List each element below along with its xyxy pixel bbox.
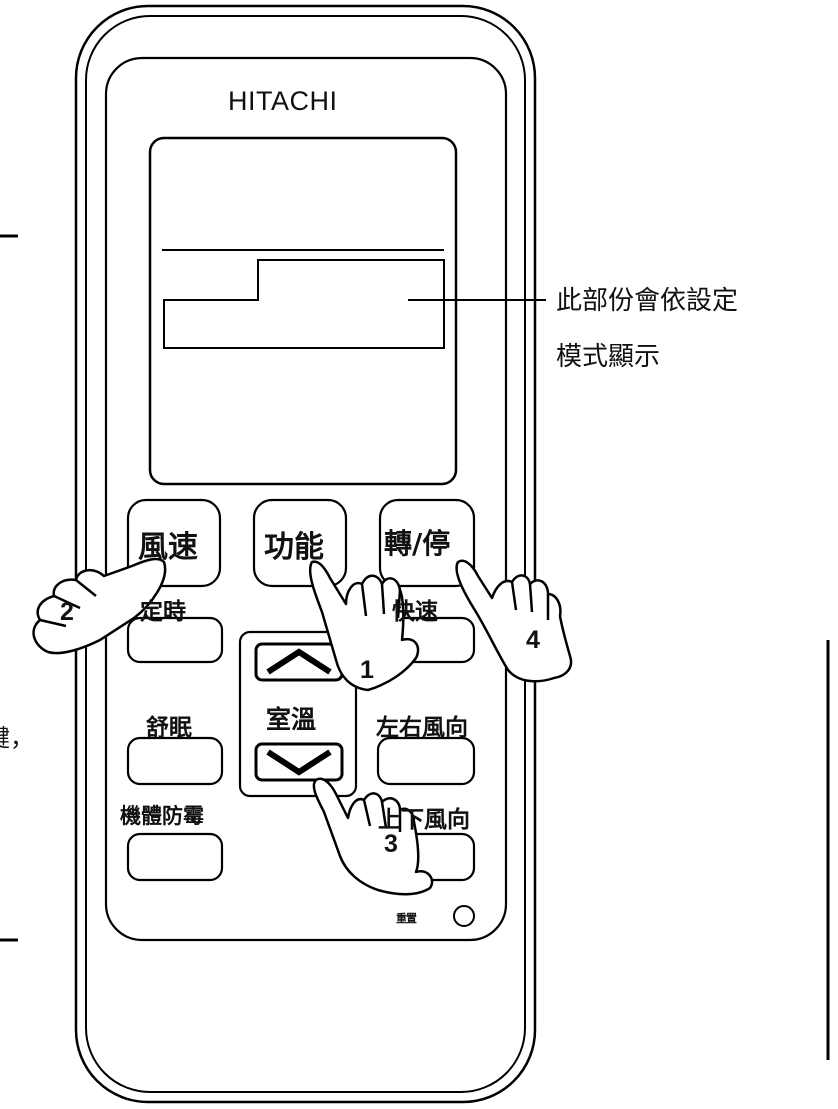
chevron-down-icon [266,749,332,776]
hand-pointer-icon-2 [32,557,167,655]
timer-label: 定時 [140,599,186,625]
lcd-mode-area [163,259,445,349]
step-number-4: 4 [526,626,540,654]
temp-down-button[interactable] [254,742,344,782]
hand-pointer-icon-4 [455,559,573,683]
hand-pointer-icon-3 [312,777,434,896]
timer-button[interactable] [126,616,224,664]
lcd-display [148,136,458,486]
hand-pointer-icon-1 [308,560,420,692]
annotation-line-2: 模式顯示 [556,342,661,372]
brand-logo-text: HITACHI [228,86,338,116]
reset-label: 重置 [396,912,417,925]
button-panel [104,56,508,942]
room-temp-label: 室溫 [266,705,317,734]
start-stop-button-shape[interactable] [378,498,476,588]
mold-proof-label: 機體防霉 [120,804,204,828]
up-down-swing-label: 上下風向 [378,807,470,833]
step-number-2: 2 [60,598,74,626]
reset-button[interactable] [453,905,475,927]
left-right-swing-button[interactable] [376,736,476,786]
annotation-line-1: 此部份會依設定 [556,286,739,316]
fan-speed-button-label[interactable]: 風速 [138,530,198,565]
start-stop-button-label[interactable]: 轉/停 [384,527,451,560]
mold-proof-button[interactable] [126,832,224,882]
cropped-body-text: 鍵， [0,724,34,752]
sleep-label: 舒眠 [146,715,192,741]
left-right-swing-label: 左右風向 [376,715,468,741]
sleep-button[interactable] [126,736,224,786]
step-number-3: 3 [384,830,398,858]
step-number-1: 1 [360,656,374,684]
remote-inner-body [85,15,526,1093]
function-button-label[interactable]: 功能 [264,530,324,565]
quick-label: 快速 [392,599,438,625]
function-button-shape[interactable] [252,498,348,588]
chevron-up-icon [266,648,332,675]
